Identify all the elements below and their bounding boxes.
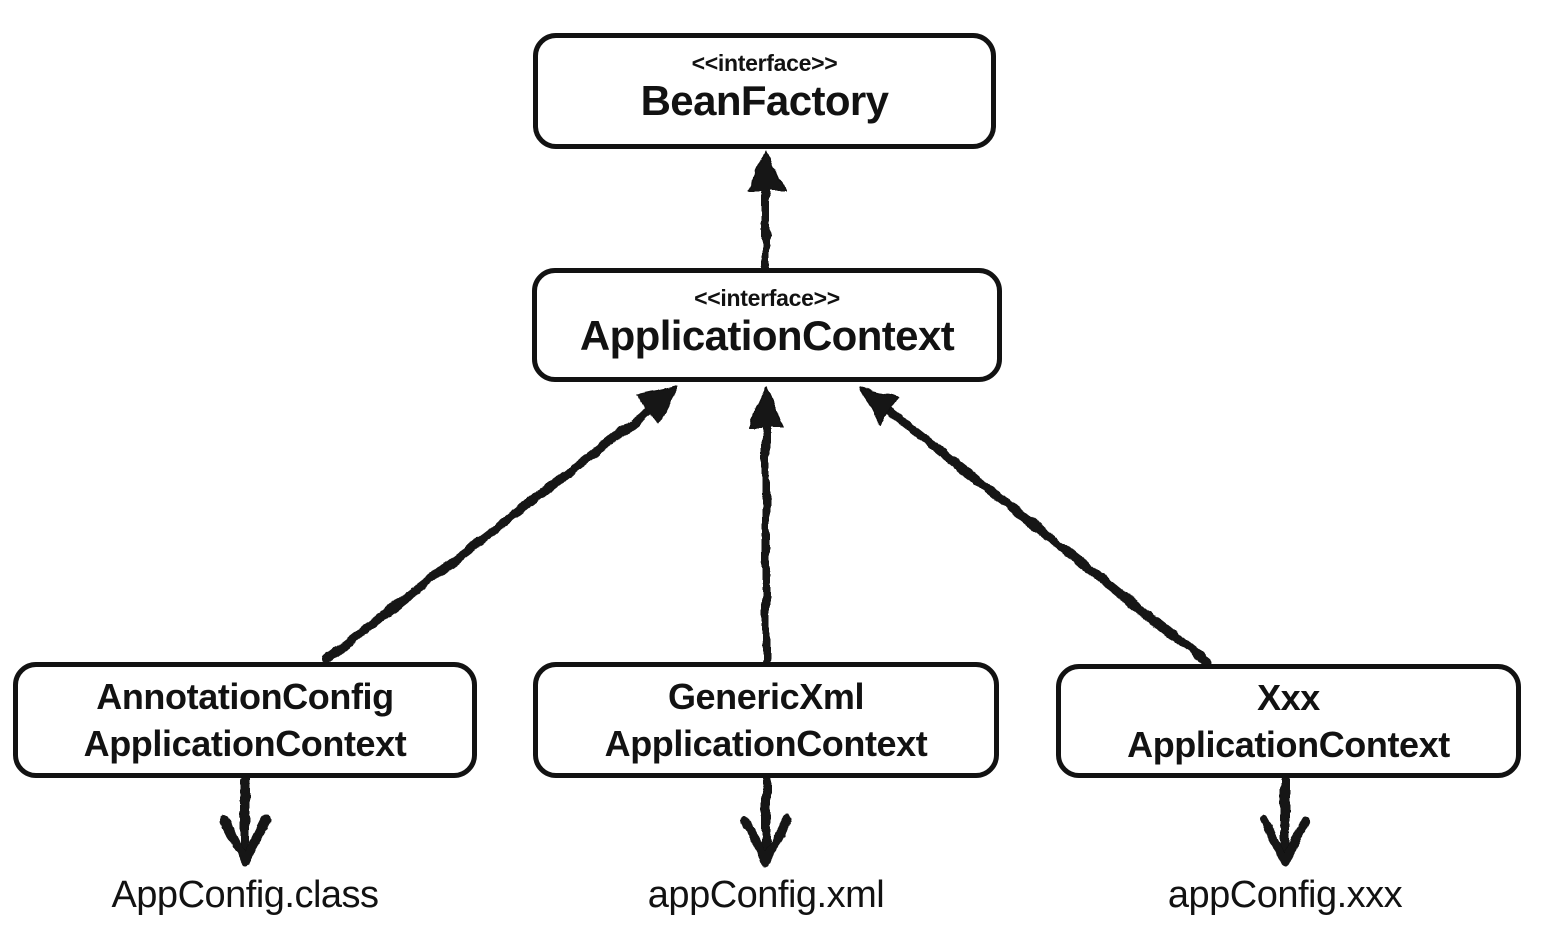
node-xxxapplicationcontext: Xxx ApplicationContext xyxy=(1056,664,1521,778)
arrowhead-up-icon xyxy=(747,150,785,192)
dependency-arrow-genericxml-to-appconfig-xml xyxy=(740,775,792,867)
xxx-name-line1: Xxx xyxy=(1257,677,1320,718)
dependency-arrow-xxx-to-appconfig-xxx xyxy=(1259,775,1311,867)
arrowhead-up-icon xyxy=(747,387,785,428)
inheritance-arrow-annotationconfig-to-applicationcontext xyxy=(322,386,679,664)
node-genericxmlapplicationcontext: GenericXml ApplicationContext xyxy=(533,662,999,778)
file-label-appconfig-xml: appConfig.xml xyxy=(647,874,885,916)
applicationcontext-name: ApplicationContext xyxy=(579,312,955,359)
inheritance-arrow-xxx-to-applicationcontext xyxy=(859,386,1211,666)
arrowhead-up-icon xyxy=(636,386,679,425)
inheritance-arrow-genericxml-to-applicationcontext xyxy=(747,387,785,663)
arrowhead-down-icon xyxy=(219,815,271,867)
inheritance-arrow-applicationcontext-to-beanfactory xyxy=(747,150,785,273)
beanfactory-stereotype: <<interface>> xyxy=(691,50,838,76)
arrowhead-down-icon xyxy=(1259,815,1311,867)
annotationconfig-name-line2: ApplicationContext xyxy=(83,723,407,764)
node-beanfactory: <<interface>> BeanFactory xyxy=(533,33,996,149)
node-annotationconfigapplicationcontext: AnnotationConfig ApplicationContext xyxy=(13,662,477,778)
genericxml-name-line1: GenericXml xyxy=(667,676,865,717)
xxx-name-line2: ApplicationContext xyxy=(1127,724,1450,765)
arrowhead-down-icon xyxy=(740,815,792,867)
file-label-appconfig-class: AppConfig.class xyxy=(111,874,379,916)
arrowhead-up-icon xyxy=(859,386,902,426)
node-applicationcontext: <<interface>> ApplicationContext xyxy=(532,268,1002,382)
applicationcontext-stereotype: <<interface>> xyxy=(694,285,840,311)
beanfactory-name: BeanFactory xyxy=(640,77,889,124)
annotationconfig-name-line1: AnnotationConfig xyxy=(96,676,394,717)
dependency-arrow-annotationconfig-to-appconfig-class xyxy=(219,775,271,867)
file-label-appconfig-xxx: appConfig.xxx xyxy=(1167,874,1403,916)
genericxml-name-line2: ApplicationContext xyxy=(604,723,928,764)
